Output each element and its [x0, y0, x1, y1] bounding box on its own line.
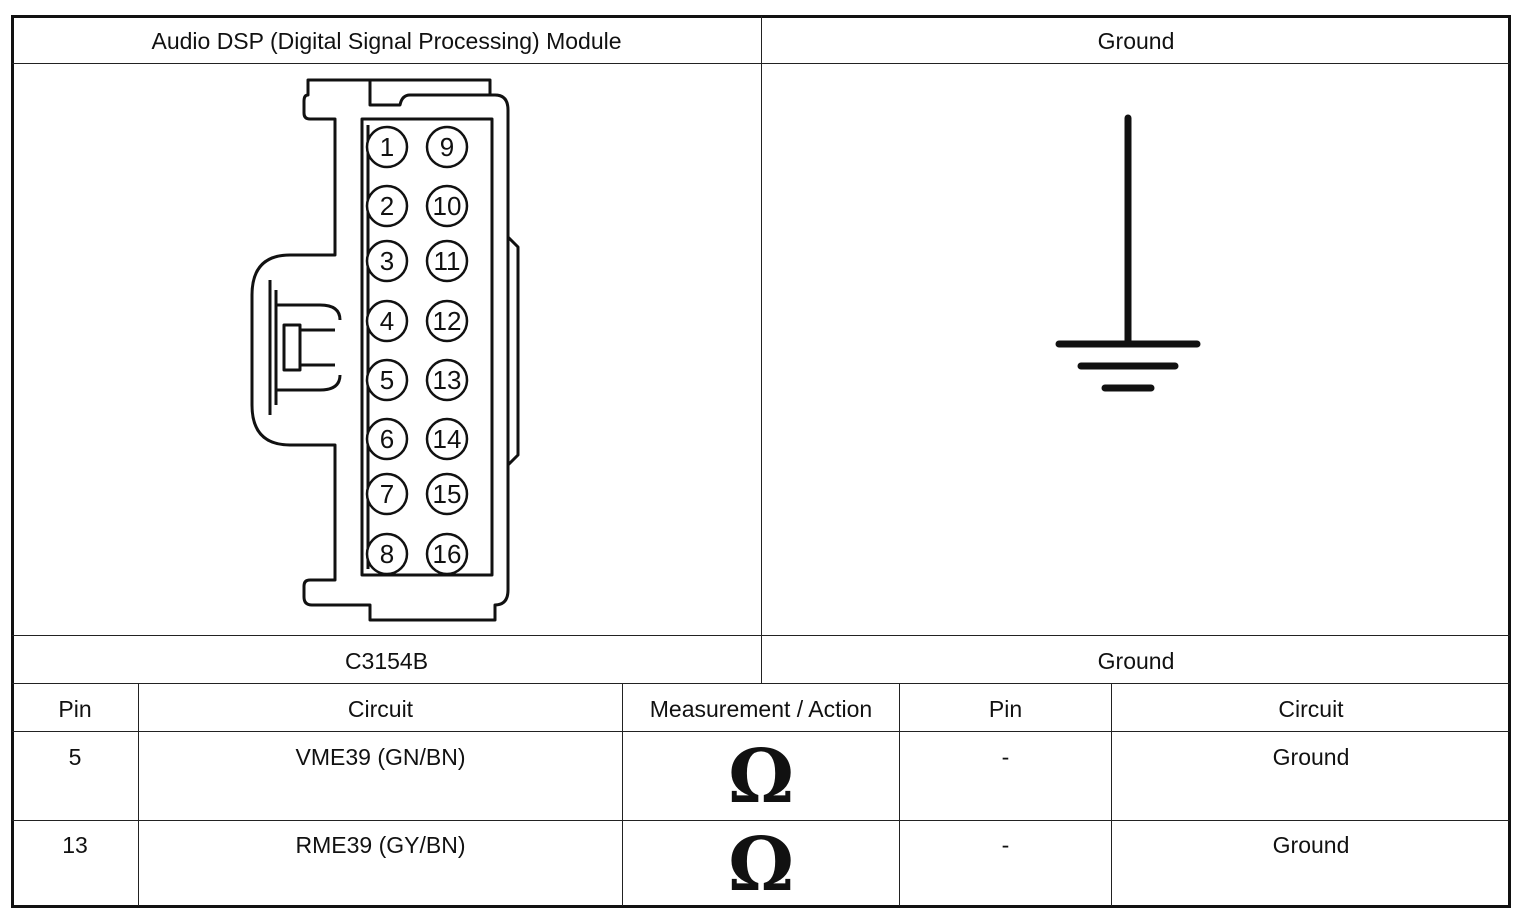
ground-symbol-icon	[1055, 114, 1201, 392]
pin-label: 8	[380, 539, 394, 569]
divider	[12, 820, 1510, 821]
pin-label: 4	[380, 306, 394, 336]
pin-label: 16	[433, 539, 462, 569]
row-pin: 5	[68, 744, 82, 770]
pin-label: 7	[380, 479, 394, 509]
connector-id: C3154B	[344, 648, 429, 674]
pin-label: 15	[433, 479, 462, 509]
row-circuit: VME39 (GN/BN)	[295, 744, 466, 770]
col-header-pin: Pin	[58, 696, 92, 722]
pin-label: 6	[380, 424, 394, 454]
pin-label: 3	[380, 246, 394, 276]
col-header-measurement: Measurement / Action	[649, 696, 873, 722]
pin-label: 1	[380, 132, 394, 162]
divider	[12, 731, 1510, 732]
pin-label: 10	[433, 191, 462, 221]
ohm-icon: Ω	[728, 734, 794, 820]
divider	[138, 684, 139, 906]
connector-diagram-icon: 1 2 3 4 5 6 7 8 9 10 11 12 13 14 15 16	[250, 78, 520, 622]
divider	[761, 16, 762, 684]
row-pin2: -	[1001, 744, 1010, 770]
row-pin: 13	[62, 832, 88, 858]
pin-label: 5	[380, 365, 394, 395]
ground-title: Ground	[1097, 28, 1175, 54]
ground-id: Ground	[1097, 648, 1175, 674]
module-title: Audio DSP (Digital Signal Processing) Mo…	[151, 28, 622, 54]
pin-label: 9	[440, 132, 454, 162]
col-header-pin2: Pin	[988, 696, 1023, 722]
pin-label: 11	[434, 246, 461, 276]
col-header-circuit: Circuit	[347, 696, 414, 722]
divider	[1111, 684, 1112, 906]
row-circuit2: Ground	[1272, 744, 1350, 770]
pin-label: 13	[433, 365, 462, 395]
col-header-circuit2: Circuit	[1278, 696, 1344, 722]
row-circuit: RME39 (GY/BN)	[295, 832, 466, 858]
divider	[899, 684, 900, 906]
divider	[622, 684, 623, 906]
row-pin2: -	[1001, 832, 1010, 858]
ohm-icon: Ω	[728, 822, 794, 908]
pin-label: 14	[433, 424, 462, 454]
pin-label: 2	[380, 191, 394, 221]
row-circuit2: Ground	[1272, 832, 1350, 858]
pin-label: 12	[433, 306, 462, 336]
